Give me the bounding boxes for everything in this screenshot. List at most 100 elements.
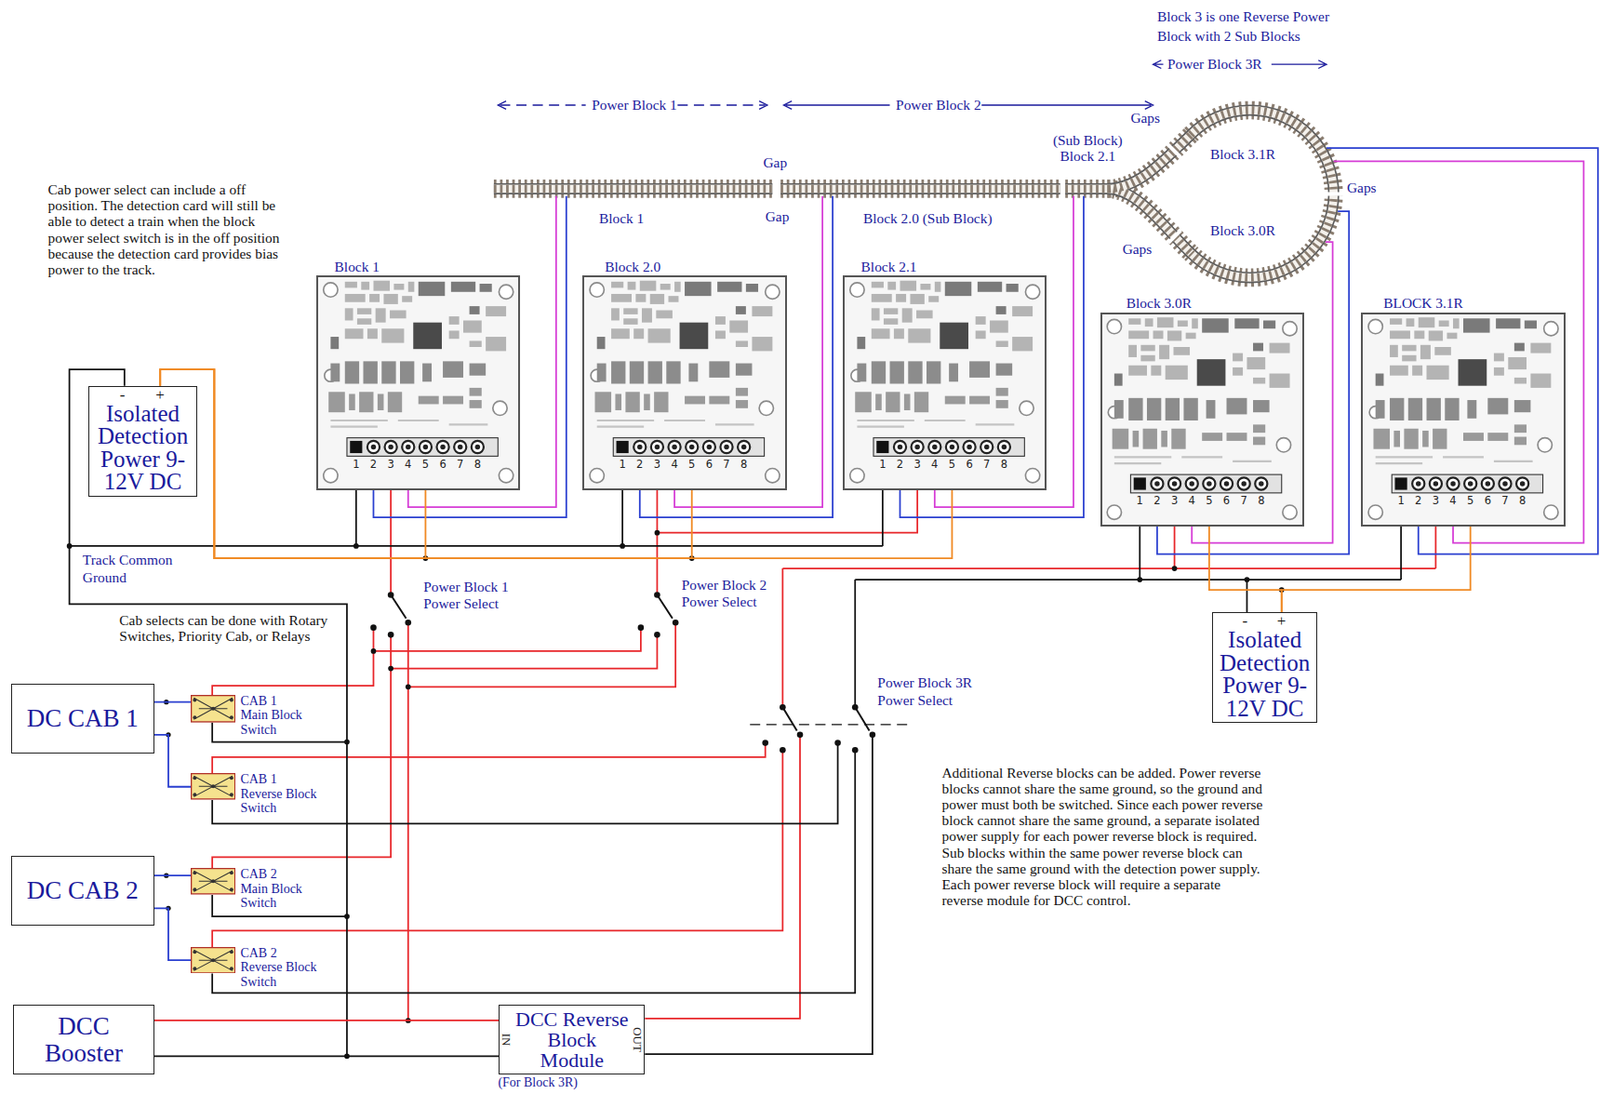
pin-number: 5 [419,459,431,471]
polarity-sign: + [155,386,165,403]
annotation: Gaps [1346,179,1377,197]
annotation: Block 3 is one Reverse Power Block with … [1157,6,1361,46]
switch-symbol [191,868,236,894]
switch-contact [761,739,769,747]
cab-switch: CAB 1 Main Block Switch [190,694,236,723]
switch-contact [404,619,412,627]
detection-card: Block 112345678 [316,275,520,490]
pin-number: 1 [616,459,628,471]
annotation: Power Block 3R Power Select [877,674,990,709]
switch-symbol [193,949,198,954]
annotation: Track Common Ground [82,551,189,587]
switch-symbol [229,871,234,876]
junction-dot [66,543,73,549]
ground-wire [69,369,1402,1056]
pin-number: 1 [1395,495,1407,507]
switch-label: CAB 2 Main Block Switch [240,866,306,910]
red-wire [644,734,800,1019]
switch-symbol [229,888,234,893]
wire-connector [154,874,192,877]
rail-feed-wire-magenta [408,196,1074,508]
wire-connector [154,1054,500,1057]
pin-number: 1 [877,459,889,471]
switch-contact [834,739,841,747]
cab-box: DC CAB 1 [11,683,155,754]
box-label: DC CAB 1 [26,705,139,732]
annotation: Additional Reverse blocks can be added. … [941,764,1264,909]
pin-number: 5 [1465,495,1477,507]
box-label: Isolated Detection Power 9-12V DC [92,402,195,494]
rail-feed-wire-magenta [1191,160,1584,543]
card-title: Block 3.0R [1126,294,1192,312]
switch-contact [779,704,787,711]
wire-connector [160,369,426,559]
box-label: DCC Booster [27,1013,140,1067]
pin-number: 7 [454,459,467,471]
wire-connector [160,369,693,559]
switch-blade [390,595,869,732]
red-wire [212,634,657,868]
annotation: Power Block 1 Power Select [423,578,524,614]
reverse-module-box: INDCC Reverse Block ModuleOUT(For Block … [498,1004,645,1075]
switch-symbol [190,694,236,723]
rail-feed-wire-blue [373,147,1598,555]
rail-feed-wire-blue [1157,147,1599,555]
annotation: Power Block 1 [591,96,677,114]
pin-number: 4 [1186,495,1198,507]
polarity-sign: - [120,386,126,403]
pin-number: 2 [1413,495,1425,507]
ground-wire [212,743,855,994]
wire-connector [1281,526,1471,613]
switch-contact [653,631,661,639]
wire-connector [154,907,192,960]
wire-connector [160,369,952,559]
pin-number: 8 [1517,495,1529,507]
switch-label: CAB 2 Reverse Block Switch [240,946,320,989]
annotation: Power Block 2 Power Select [681,576,783,612]
wire-connector [154,701,192,704]
pin-number: 2 [367,459,379,471]
pin-number: 4 [668,459,680,471]
detection-card-board [582,275,787,490]
switch-contact [387,631,395,639]
switch-contact [869,732,877,739]
switch-contact [387,591,395,599]
detection-card: Block 3.0R12345678 [1100,312,1305,527]
wire-connector [154,1019,500,1022]
junction-dot [344,913,350,920]
pin-number: 3 [651,459,663,471]
detection-card: Block 2.112345678 [842,275,1047,490]
switch-symbol [211,880,215,884]
annotation: Gap [763,154,788,172]
switch-symbol [193,776,233,798]
pin-number: 7 [981,459,993,471]
pin-number: 3 [911,459,923,471]
switch-contact [370,591,876,753]
pin-number: 5 [946,459,958,471]
power-supply-box: - +Isolated Detection Power 9-12V DC [88,386,197,497]
card-title: Block 1 [334,258,380,276]
annotation: Cab selects can be done with Rotary Swit… [119,612,342,644]
junction-dot [353,543,360,549]
pin-number: 2 [634,459,646,471]
switch-symbol [229,949,234,954]
card-title: BLOCK 3.1R [1383,294,1464,312]
pin-number: 3 [385,459,397,471]
switch-symbol [193,793,198,798]
switch-symbol [193,966,198,971]
switch-symbol [191,947,236,974]
switch-symbol [190,773,236,800]
annotation: Power Block 2 [895,96,981,114]
pin-number: 6 [963,459,975,471]
switch-symbol [229,793,234,798]
pin-number: 6 [1481,495,1494,507]
junction-dot [1136,576,1143,583]
junction-dot [1244,576,1251,583]
detection-card: Block 2.012345678 [582,275,787,490]
annotation: Block 1 [599,210,644,227]
annotation: Gaps [1122,240,1153,258]
rail-feed-wire-magenta [408,160,1585,543]
switch-symbol [229,966,234,971]
